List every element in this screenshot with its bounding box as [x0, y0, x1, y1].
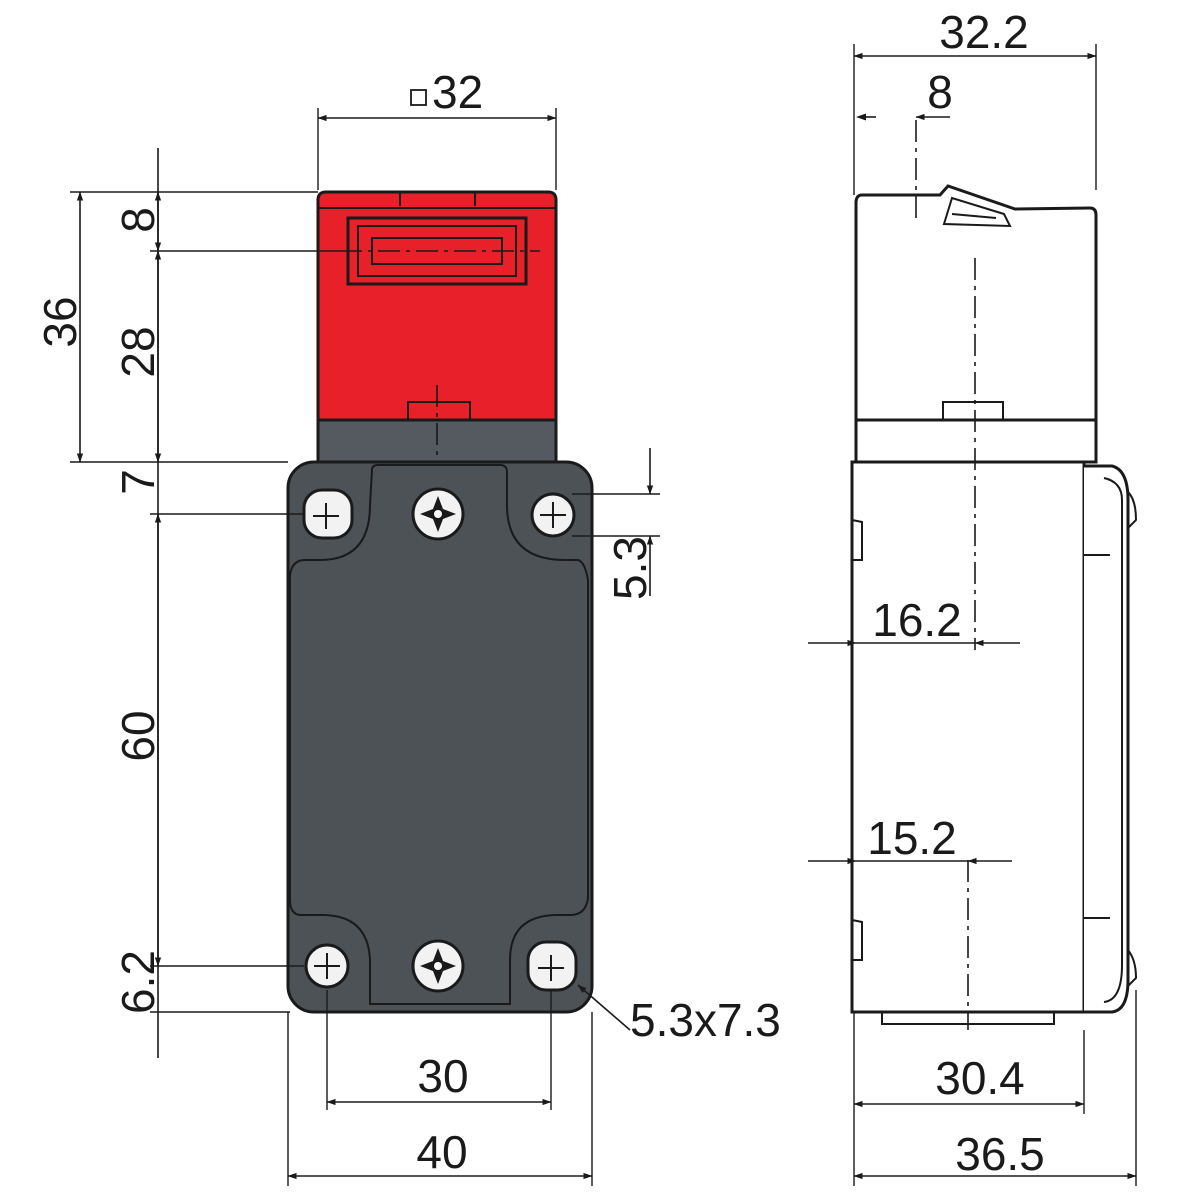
dim-hole-spacing-vertical: 60 [112, 710, 164, 761]
body-cover [289, 464, 589, 1005]
dim-head-total: 36 [34, 296, 86, 347]
front-view [286, 190, 594, 1014]
dim-side-depth: 30.4 [935, 1052, 1025, 1104]
switch-body [286, 460, 594, 1014]
side-view [850, 120, 1138, 1030]
dim-head-lower: 28 [112, 326, 164, 377]
slotted-hole-bottom-right [526, 940, 578, 992]
dim-side-total-width: 32.2 [939, 6, 1029, 58]
dim-head-offset: 8 [112, 207, 164, 233]
dim-side-lower: 15.2 [867, 812, 957, 864]
dim-side-total-depth: 36.5 [955, 1128, 1045, 1180]
side-head [854, 184, 1098, 422]
square-symbol [410, 89, 427, 106]
cover-screw-top [411, 487, 465, 541]
dim-top-hole-offset: 7 [112, 469, 164, 495]
dim-head-square: 32 [432, 66, 483, 118]
dim-slot-size: 5.3x7.3 [630, 994, 781, 1046]
round-hole-bottom-left [304, 943, 350, 989]
dim-hole-spacing-horizontal: 30 [417, 1050, 468, 1102]
dim-side-upper: 16.2 [872, 594, 962, 646]
dim-side-top-offset: 8 [927, 66, 953, 118]
dim-body-width: 40 [416, 1126, 467, 1178]
slotted-hole-top-left [302, 488, 354, 540]
front-dimensions: 32 36 8 28 7 60 6.2 5.3 5.3x7.3 30 [34, 66, 781, 1186]
cover-screw-bottom [411, 939, 465, 993]
round-hole-top-right [530, 492, 576, 538]
side-cover [1084, 464, 1130, 1014]
dim-bottom-hole-offset: 6.2 [112, 950, 164, 1014]
actuator-head [316, 190, 558, 422]
side-neck [854, 418, 1098, 464]
dim-hole-diameter: 5.3 [604, 536, 656, 600]
side-dimensions: 32.2 8 16.2 15.2 30.4 36.5 [808, 6, 1137, 1186]
